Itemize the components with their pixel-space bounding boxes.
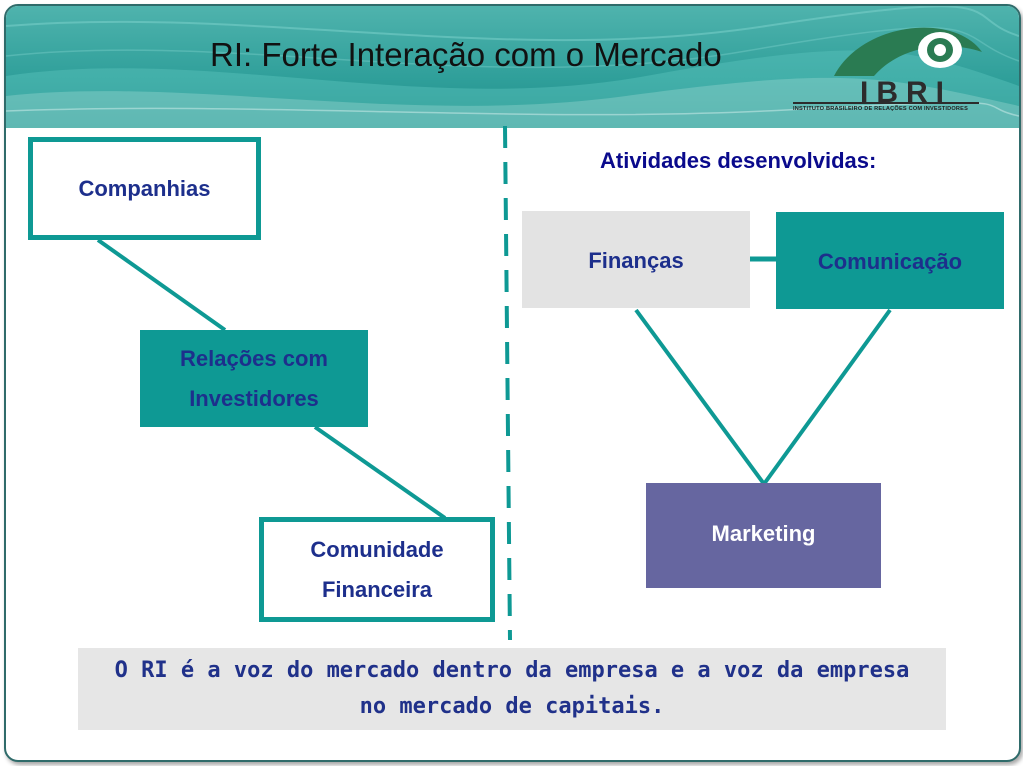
companhias-box: Companhias [28,137,261,240]
connector-financas-marketing [634,308,766,486]
key-message-box: O RI é a voz do mercado dentro da empres… [78,648,946,730]
comunicacao-label: Comunicação [817,249,963,274]
slide-title: RI: Forte Interação com o Mercado [210,36,722,73]
comunidade-label: Comunidade Financeira [310,536,444,602]
logo-subtitle: INSTITUTO BRASILEIRO DE RELAÇÕES COM INV… [793,106,969,112]
marketing-label: Marketing [711,521,816,546]
comunidade-box: Comunidade Financeira [259,517,495,622]
companhias-label: Companhias [78,175,211,201]
ri-label: Relações com Investidores [180,345,328,411]
slide-header [6,6,1019,128]
ibri-eye-icon [834,27,982,76]
comunicacao-box: Comunicação [776,212,1004,309]
connector-comunicacao-marketing [762,308,892,486]
marketing-box: Marketing [646,483,881,588]
ri-box: Relações com Investidores [140,330,368,427]
financas-label: Finanças [588,248,684,273]
key-message-text: O RI é a voz do mercado dentro da empres… [114,658,910,719]
financas-box: Finanças [522,211,750,308]
header-wave-pattern [6,6,1019,128]
connector-ri-comunidade [313,425,447,520]
activities-heading: Atividades desenvolvidas: [600,148,877,173]
slide-frame: RI: Forte Interação com o Mercado IBRI I… [4,4,1021,762]
logo-divider [793,102,979,104]
dashed-divider [503,125,512,641]
connector-companhias-ri [96,238,227,332]
